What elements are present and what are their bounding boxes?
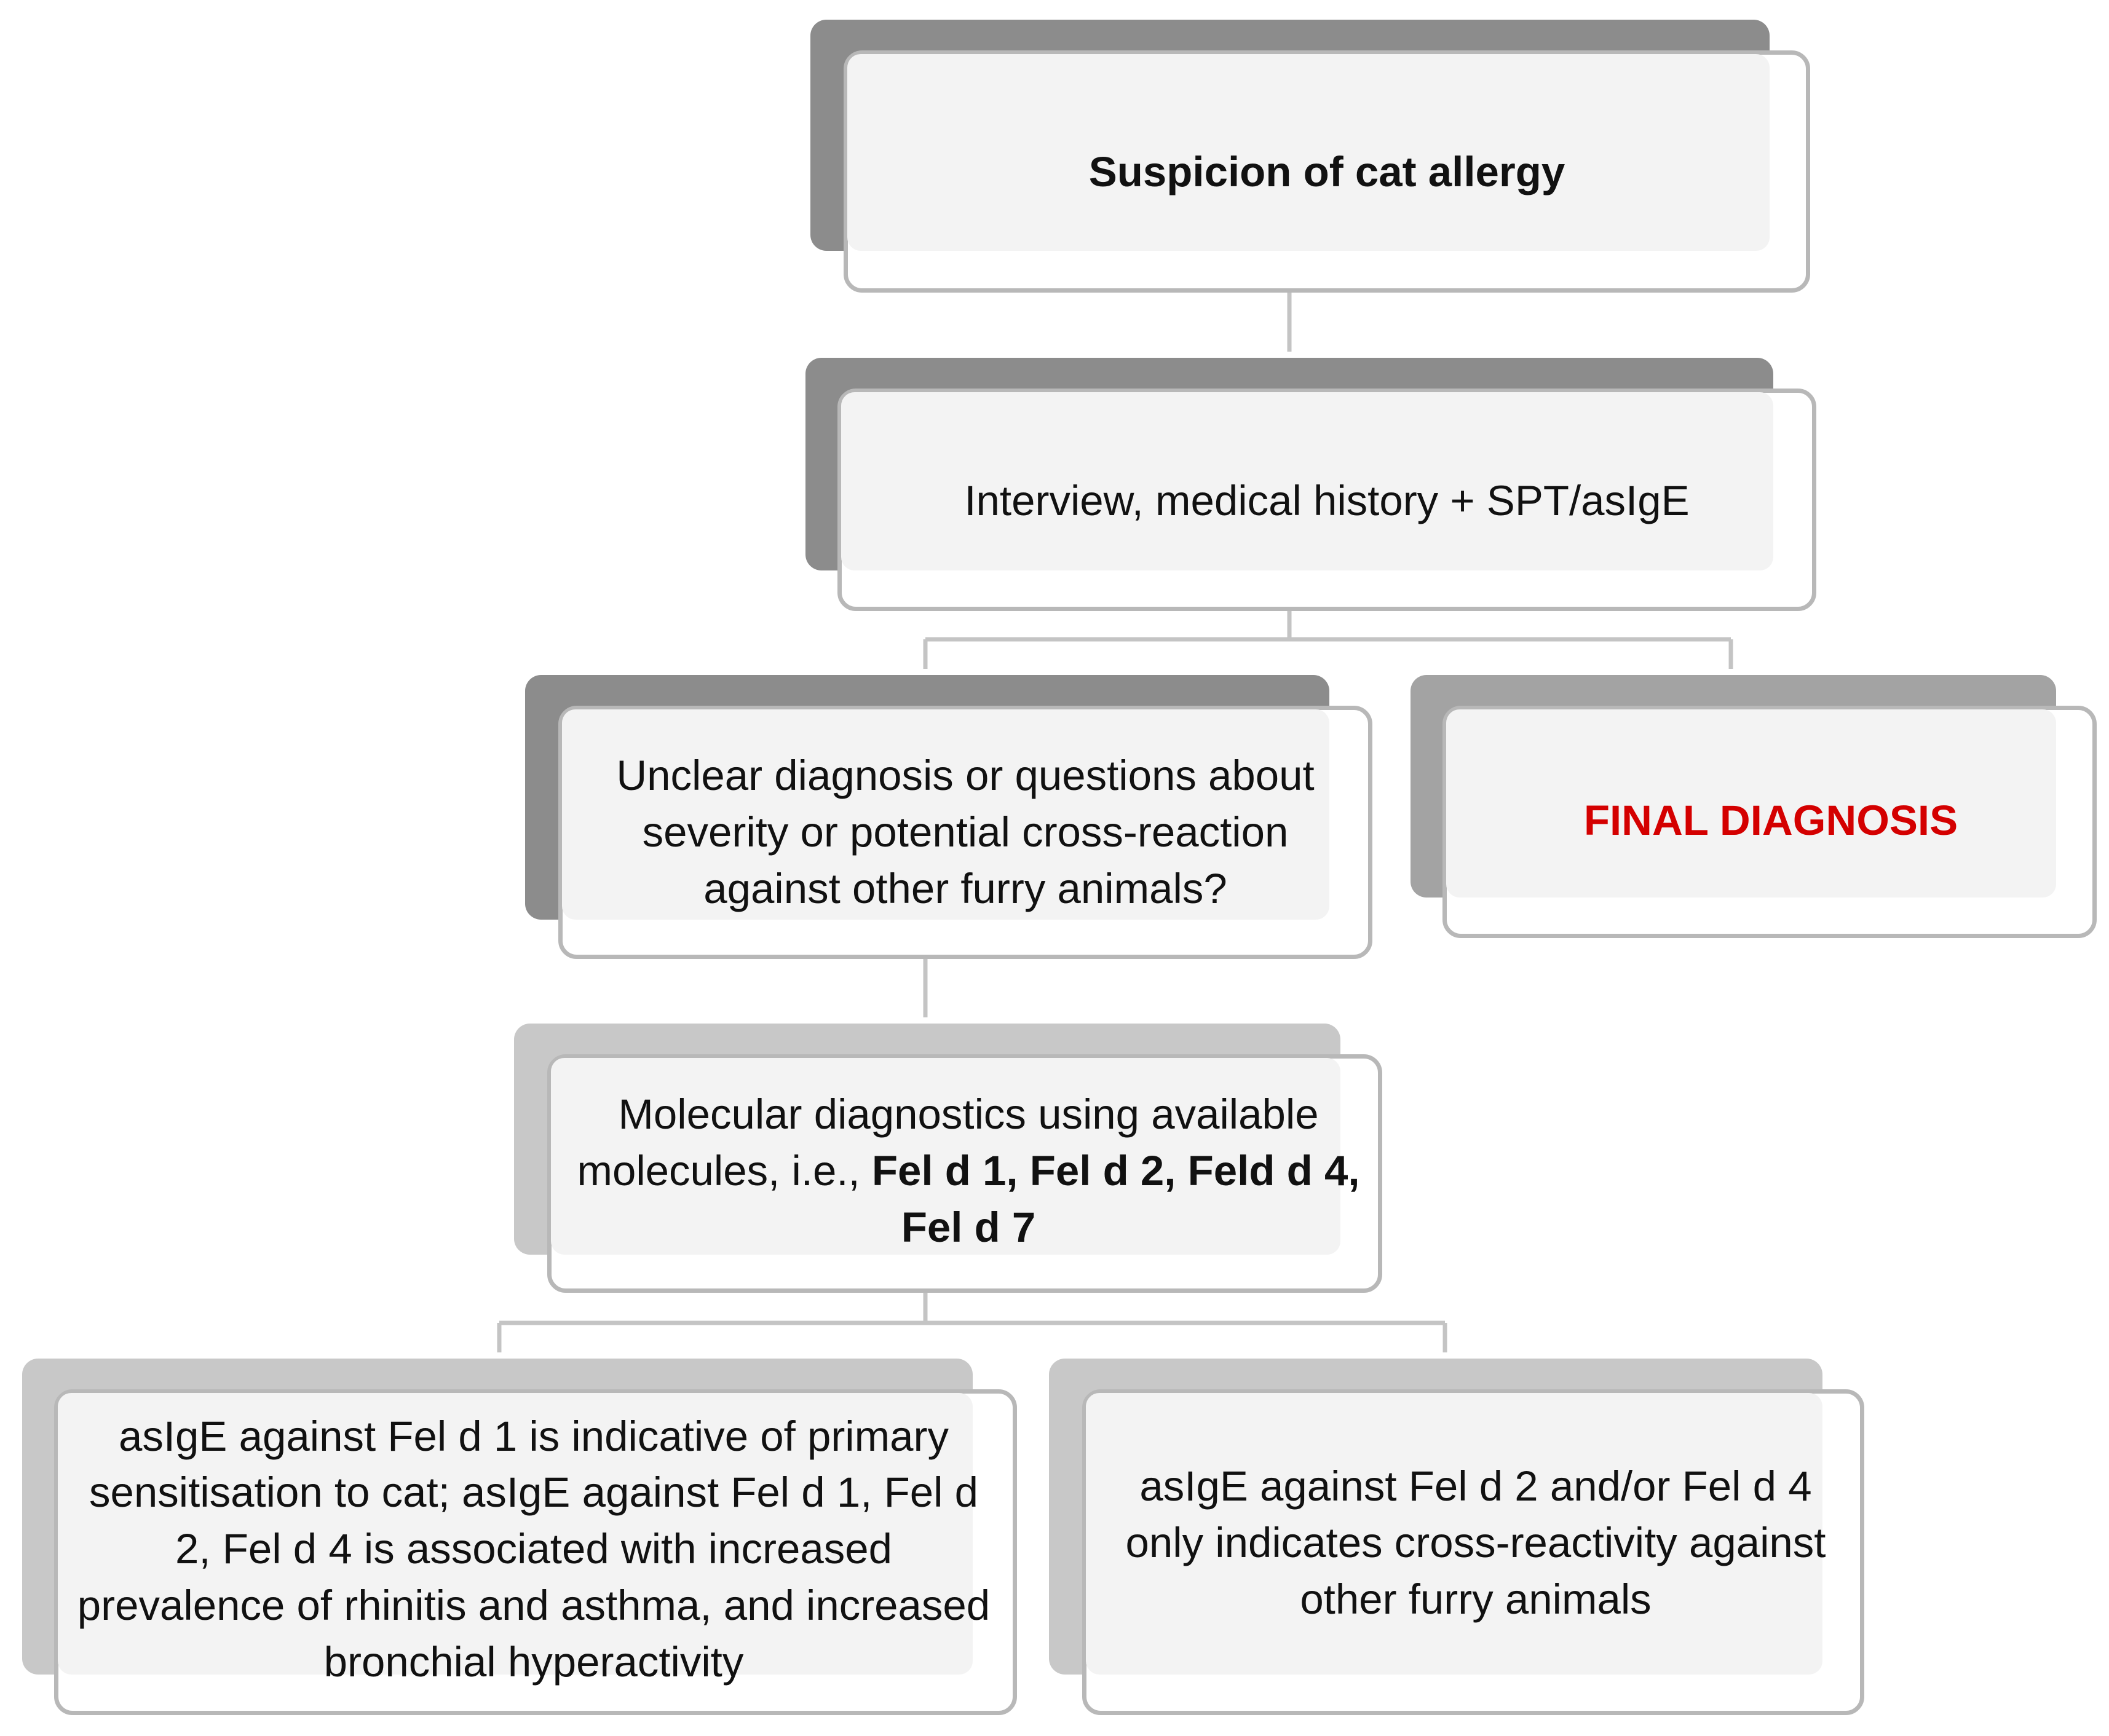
node-interview-text: Interview, medical history + SPT/asIgE bbox=[964, 477, 1690, 525]
node-unclear-text: Unclear diagnosis or questions about sev… bbox=[616, 752, 1315, 912]
node-unclear-fill bbox=[562, 709, 1329, 920]
node-interview-fill bbox=[841, 392, 1773, 570]
node-feld24-text: asIgE against Fel d 2 and/or Fel d 4 onl… bbox=[1125, 1462, 1826, 1623]
node-molecular-molecules: Fel d 1, Fel d 2, Feld d 4, Fel d 7 bbox=[871, 1147, 1360, 1251]
node-suspicion-text: Suspicion of cat allergy bbox=[1088, 148, 1565, 196]
node-feld1-text: asIgE against Fel d 1 is indicative of p… bbox=[77, 1412, 991, 1686]
node-feld1-fill bbox=[58, 1393, 973, 1675]
node-final-text: FINAL DIAGNOSIS bbox=[1583, 797, 1958, 845]
node-molecular-text: Molecular diagnostics using available mo… bbox=[566, 1060, 1371, 1282]
node-molecular-text-content: Molecular diagnostics using available mo… bbox=[566, 1086, 1371, 1255]
node-molecular-text-regular: Molecular diagnostics using available mo… bbox=[577, 1091, 1319, 1195]
node-molecular-fill bbox=[551, 1058, 1340, 1255]
node-feld24-fill bbox=[1086, 1393, 1822, 1675]
node-final-fill bbox=[1446, 709, 2056, 898]
node-suspicion-fill bbox=[847, 54, 1770, 251]
